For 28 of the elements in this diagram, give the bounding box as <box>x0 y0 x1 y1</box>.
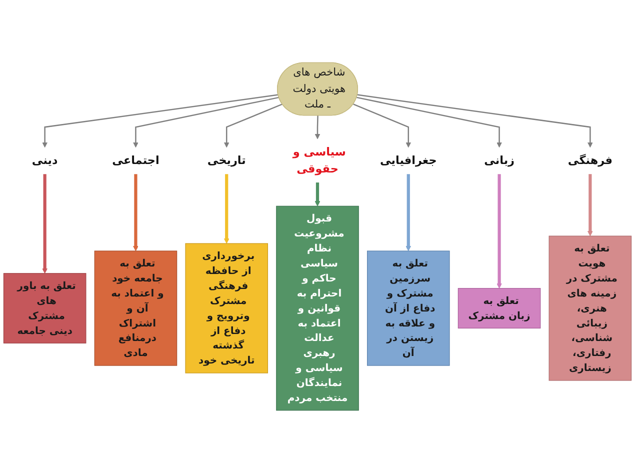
node-text: جغرافیایی <box>380 154 437 168</box>
arrow <box>496 174 502 289</box>
arrow <box>587 174 593 236</box>
arrow <box>353 104 412 148</box>
node-box: قبول مشروعیت نظام سیاسی حاکم و احترام به قوانین و اعتماد به عدالت رهبری سیاسی و نمایندگان منتخب مردم <box>276 206 359 411</box>
node-box: تعلق به جامعه خود و اعتماد به آن و اشتراک درمنافع مادی <box>94 250 178 366</box>
arrow <box>224 104 282 148</box>
arrow <box>356 96 502 148</box>
arrow <box>224 174 230 244</box>
arrow <box>406 174 412 252</box>
node-box: تعلق به سرزمین مشترک و دفاع از آن و علاقه به زیستن در آن <box>367 250 450 366</box>
arrow <box>314 182 320 206</box>
node-box: تعلق به هویت مشترک در زمینه های هنری، زیبائی شناسی، رفتاری، زیستاری <box>548 236 632 381</box>
arrow <box>42 94 278 148</box>
node-text: سیاسی و حقوقی <box>292 146 346 176</box>
node-box: تعلق به باور های مشترک دینی جامعه <box>3 273 86 344</box>
arrow <box>132 96 280 148</box>
arrow <box>132 174 138 252</box>
arrow <box>314 116 320 140</box>
node-text: فرهنگی <box>568 154 612 168</box>
node-box: تعلق به زبان مشترک <box>458 288 541 328</box>
node-text: اجتماعی <box>112 154 160 168</box>
node-text: دینی <box>32 154 58 168</box>
arrow <box>42 174 48 274</box>
node-text: تاریخی <box>207 154 246 168</box>
arrow <box>357 94 593 148</box>
node-text: زبانی <box>484 154 514 168</box>
node-box: برخورداری از حافظه فرهنگی مشترک وترویج و دفاع از گذشته تاریخی خود <box>185 243 268 374</box>
